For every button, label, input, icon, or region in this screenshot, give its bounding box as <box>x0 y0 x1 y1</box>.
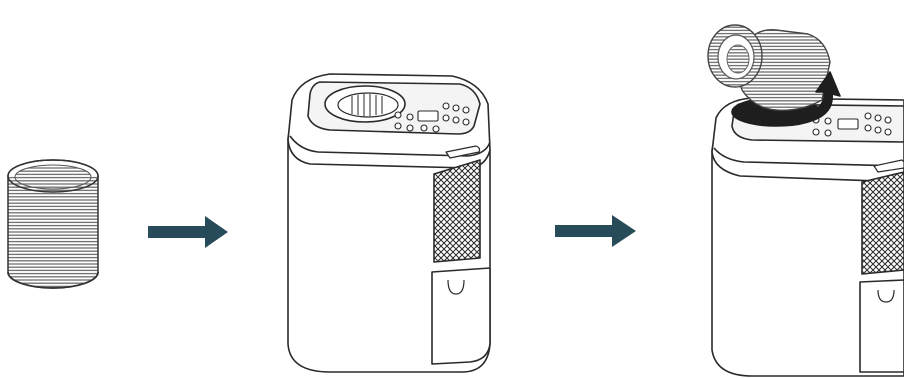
arrow-right-icon <box>148 216 228 248</box>
air-conditioner-with-hose-icon <box>708 25 904 376</box>
hose-coil-icon <box>8 160 98 288</box>
arrow-right-icon <box>555 215 636 247</box>
air-conditioner-unit-icon <box>288 74 490 372</box>
